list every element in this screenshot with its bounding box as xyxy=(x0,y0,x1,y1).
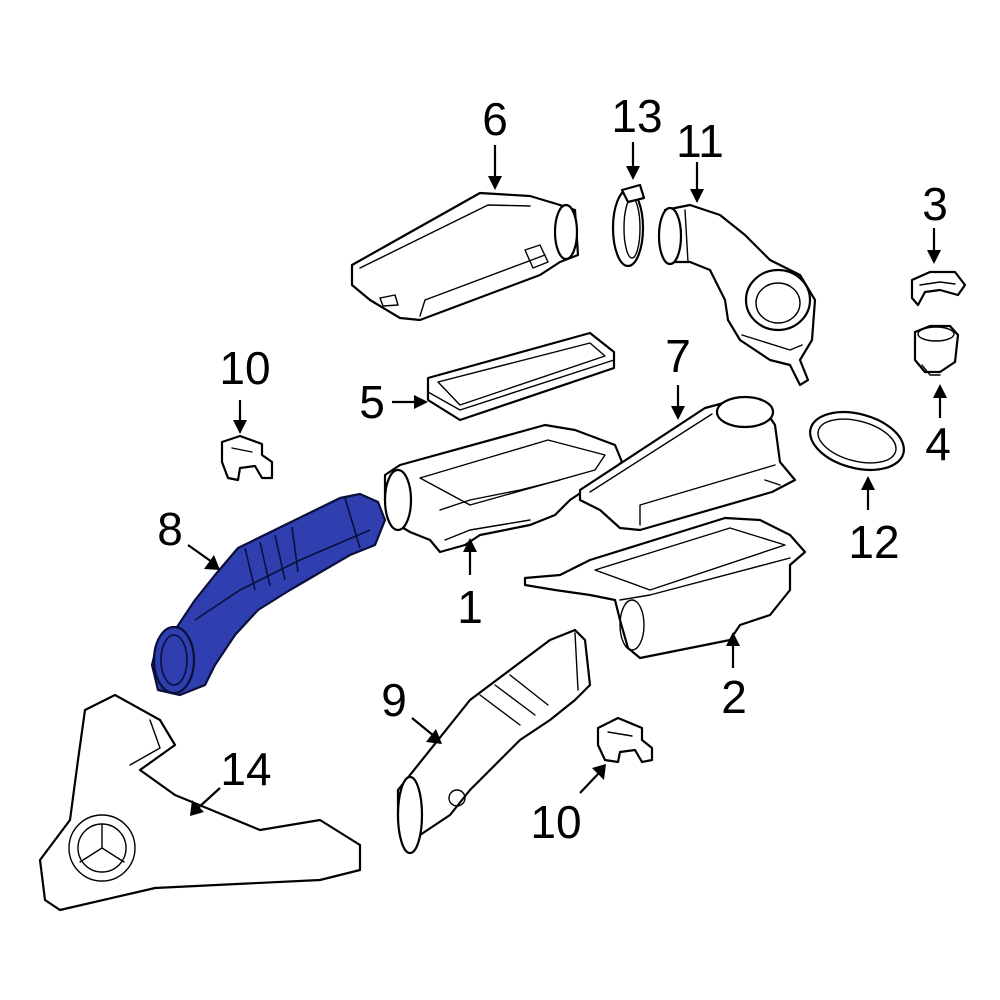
part-10-clip-lower[interactable] xyxy=(596,716,654,764)
callout-7[interactable]: 7 xyxy=(665,330,691,382)
callout-4[interactable]: 4 xyxy=(925,418,951,470)
callout-8[interactable]: 8 xyxy=(157,503,183,555)
part-14-engine-cover[interactable] xyxy=(38,693,362,912)
part-2-housing-box[interactable] xyxy=(523,516,807,660)
callout-2[interactable]: 2 xyxy=(721,671,747,723)
callout-10-lower[interactable]: 10 xyxy=(530,796,581,848)
part-4-mount[interactable] xyxy=(913,324,960,376)
part-8-intake-duct-highlighted[interactable] xyxy=(150,492,387,697)
part-6-housing-cover[interactable] xyxy=(350,191,580,322)
part-10-clip-upper[interactable] xyxy=(220,434,274,482)
callout-1[interactable]: 1 xyxy=(457,581,483,633)
part-3-clip[interactable] xyxy=(910,270,967,307)
callout-arrows xyxy=(187,142,947,816)
callout-3[interactable]: 3 xyxy=(922,178,948,230)
callout-9[interactable]: 9 xyxy=(381,674,407,726)
callout-10-upper[interactable]: 10 xyxy=(219,342,270,394)
part-11-intake-duct[interactable] xyxy=(657,203,817,387)
part-9-intake-duct[interactable] xyxy=(396,628,592,855)
callout-5[interactable]: 5 xyxy=(359,376,385,428)
part-13-clamp[interactable] xyxy=(611,183,646,268)
callout-labels: 6 13 11 3 10 5 7 4 12 8 1 2 9 14 10 xyxy=(157,90,951,848)
part-7-housing-cover[interactable] xyxy=(578,395,797,532)
callout-14[interactable]: 14 xyxy=(220,743,271,795)
callout-11[interactable]: 11 xyxy=(676,115,724,167)
callout-12[interactable]: 12 xyxy=(848,516,899,568)
part-12-gasket[interactable] xyxy=(804,402,911,479)
callout-13[interactable]: 13 xyxy=(611,90,662,142)
part-1-lower-housing[interactable] xyxy=(383,423,624,554)
callout-6[interactable]: 6 xyxy=(482,93,508,145)
part-5-filter-element[interactable] xyxy=(426,331,616,422)
